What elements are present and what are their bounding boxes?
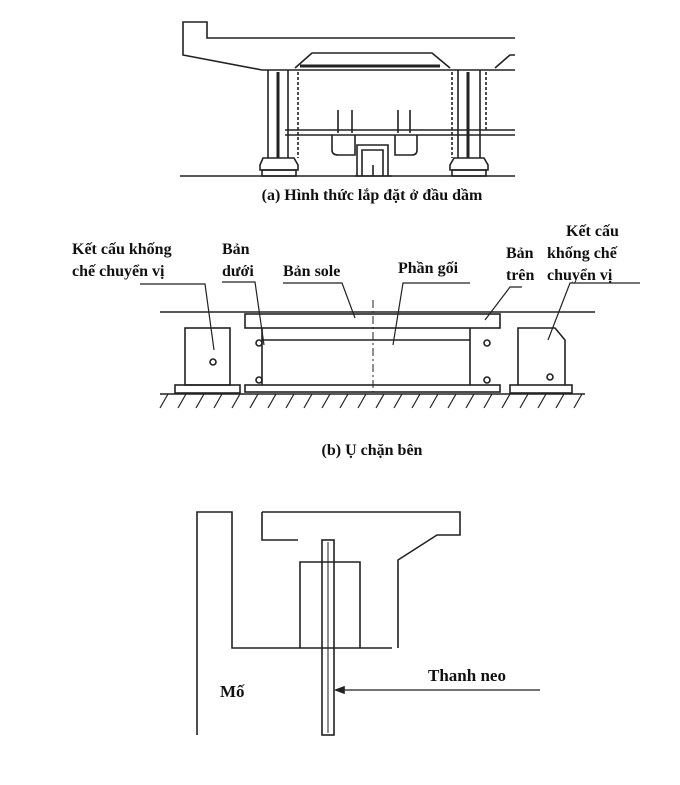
figure-a-drawing <box>180 21 515 177</box>
label-left-restraint-line2: chế chuyển vị <box>72 263 165 280</box>
label-left-restraint-line1: Kết cấu khống <box>72 241 172 258</box>
figure-a-caption: (a) Hình thức lắp đặt ở đầu dầm <box>262 187 483 204</box>
figure-c-drawing <box>196 511 540 736</box>
label-sole-plate: Bản sole <box>283 263 340 280</box>
label-bearing: Phần gối <box>398 260 459 277</box>
label-lower-plate-line2: dưới <box>222 263 254 280</box>
label-right-restraint-line2: khống chế <box>547 245 618 262</box>
figure-b-caption: (b) Ụ chặn bên <box>322 442 423 459</box>
label-right-restraint-line3: chuyển vị <box>547 267 613 284</box>
figure-b-drawing <box>140 281 640 409</box>
label-upper-plate-line1: Bản <box>506 245 534 262</box>
label-upper-plate-line2: trên <box>506 267 535 284</box>
label-right-restraint-line1: Kết cấu <box>566 223 619 240</box>
label-lower-plate-line1: Bản <box>222 241 250 258</box>
anchor-bar-label: Thanh neo <box>428 666 506 685</box>
abutment-label: Mố <box>220 682 245 701</box>
